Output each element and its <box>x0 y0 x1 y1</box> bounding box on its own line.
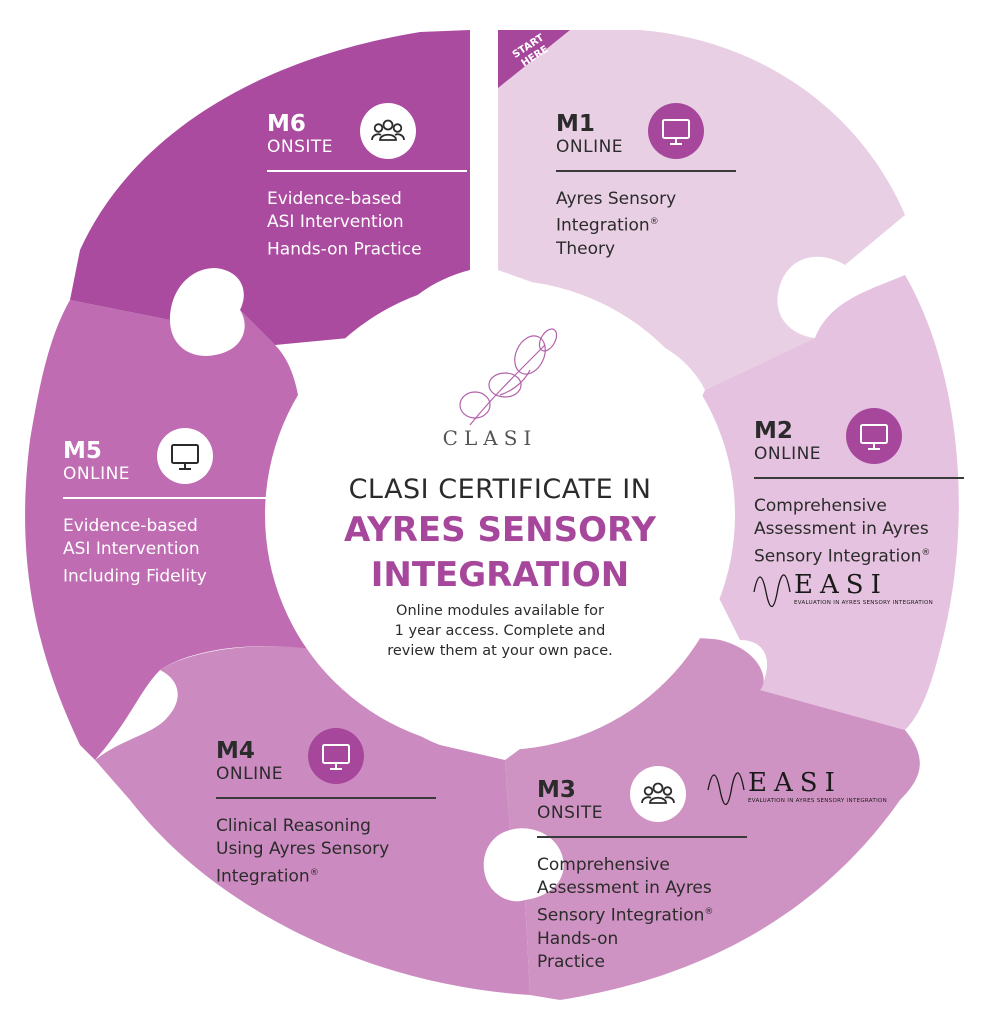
center-note: Online modules available for 1 year acce… <box>387 603 613 659</box>
monitor-icon <box>846 408 902 464</box>
clasi-logo: CLASI <box>442 426 538 450</box>
divider <box>537 836 747 838</box>
center-title-line2: AYRES SENSORY INTEGRATION <box>344 510 656 595</box>
module-description: Comprehensive Assessment in Ayres Sensor… <box>754 495 931 567</box>
module-mode: ONLINE <box>754 444 822 464</box>
module-m6: M6 ONSITE Evidence-based ASI Interventio… <box>267 111 467 262</box>
easi-subtitle: EVALUATION IN AYRES SENSORY INTEGRATION <box>748 798 888 804</box>
puzzle-piece-m2 <box>690 275 959 730</box>
module-m3: M3 ONSITE Comprehensive Assessment in Ay… <box>537 777 747 975</box>
center-title-line1: CLASI CERTIFICATE IN <box>348 474 652 505</box>
puzzle-piece-m3 <box>505 638 920 1000</box>
puzzle-piece-m5 <box>25 300 321 760</box>
start-badge-corner <box>498 30 570 88</box>
module-code: M1 <box>556 111 595 137</box>
easi-logo: EASI EVALUATION IN AYRES SENSORY INTEGRA… <box>752 568 933 618</box>
easi-subtitle: EVALUATION IN AYRES SENSORY INTEGRATION <box>794 600 934 606</box>
easi-word: EASI <box>794 570 888 600</box>
monitor-icon <box>648 103 704 159</box>
divider <box>754 477 964 479</box>
divider <box>216 797 436 799</box>
puzzle-piece-m4 <box>95 646 530 995</box>
group-icon <box>630 766 686 822</box>
module-m5: M5 ONLINE Evidence-based ASI Interventio… <box>63 438 273 589</box>
module-mode: ONLINE <box>63 464 131 484</box>
waveform-icon <box>707 772 745 806</box>
module-code: M5 <box>63 438 102 464</box>
module-m4: M4 ONLINE Clinical Reasoning Using Ayres… <box>216 738 436 889</box>
module-mode: ONLINE <box>216 764 284 784</box>
puzzle-piece-m6 <box>70 30 470 345</box>
module-code: M4 <box>216 738 255 764</box>
module-description: Ayres Sensory Integration® Theory <box>556 188 677 260</box>
module-description: Comprehensive Assessment in Ayres Sensor… <box>537 854 714 973</box>
divider <box>267 170 467 172</box>
module-description: Evidence-based ASI Intervention Includin… <box>63 515 207 587</box>
flower-illustration <box>459 328 558 426</box>
group-icon <box>360 103 416 159</box>
module-description: Clinical Reasoning Using Ayres Sensory I… <box>216 815 390 887</box>
module-m2: M2 ONLINE Comprehensive Assessment in Ay… <box>754 418 964 569</box>
module-mode: ONSITE <box>267 137 334 157</box>
module-code: M6 <box>267 111 306 137</box>
monitor-icon <box>308 728 364 784</box>
easi-word: EASI <box>748 768 842 798</box>
divider <box>556 170 736 172</box>
center-hub <box>265 280 735 750</box>
module-description: Evidence-based ASI Intervention Hands-on… <box>267 188 422 260</box>
module-m1: M1 ONLINE Ayres Sensory Integration® The… <box>556 111 736 262</box>
puzzle-piece-m1 <box>498 30 905 390</box>
monitor-icon <box>157 428 213 484</box>
easi-logo: EASI EVALUATION IN AYRES SENSORY INTEGRA… <box>706 766 887 816</box>
module-code: M2 <box>754 418 793 444</box>
module-code: M3 <box>537 777 576 803</box>
module-mode: ONSITE <box>537 803 604 823</box>
waveform-icon <box>753 574 791 608</box>
divider <box>63 497 273 499</box>
module-mode: ONLINE <box>556 137 624 157</box>
